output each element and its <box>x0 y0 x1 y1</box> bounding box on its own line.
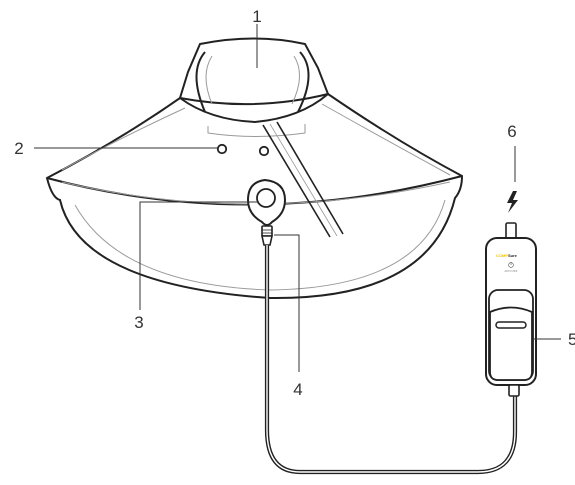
power-caption: AUTO OFF <box>504 269 517 273</box>
neck-collar <box>178 37 330 113</box>
button-right <box>258 145 270 157</box>
power-icon <box>508 262 514 268</box>
control-slider <box>489 306 533 381</box>
brand-text: Sure <box>508 253 518 258</box>
callout-3: 3 <box>134 313 143 332</box>
lightning-icon <box>507 191 518 213</box>
plug-connector <box>261 225 273 246</box>
connector-port <box>246 178 287 226</box>
brand-accent-text: COMF <box>496 253 508 258</box>
callout-2: 2 <box>14 139 23 158</box>
callout-lines <box>34 24 561 372</box>
controller: COMF Sure AUTO OFF <box>485 222 537 397</box>
button-left <box>216 143 228 155</box>
callout-4: 4 <box>293 380 302 399</box>
callout-1: 1 <box>252 7 261 26</box>
callout-6: 6 <box>507 122 516 141</box>
callout-5: 5 <box>568 330 575 349</box>
